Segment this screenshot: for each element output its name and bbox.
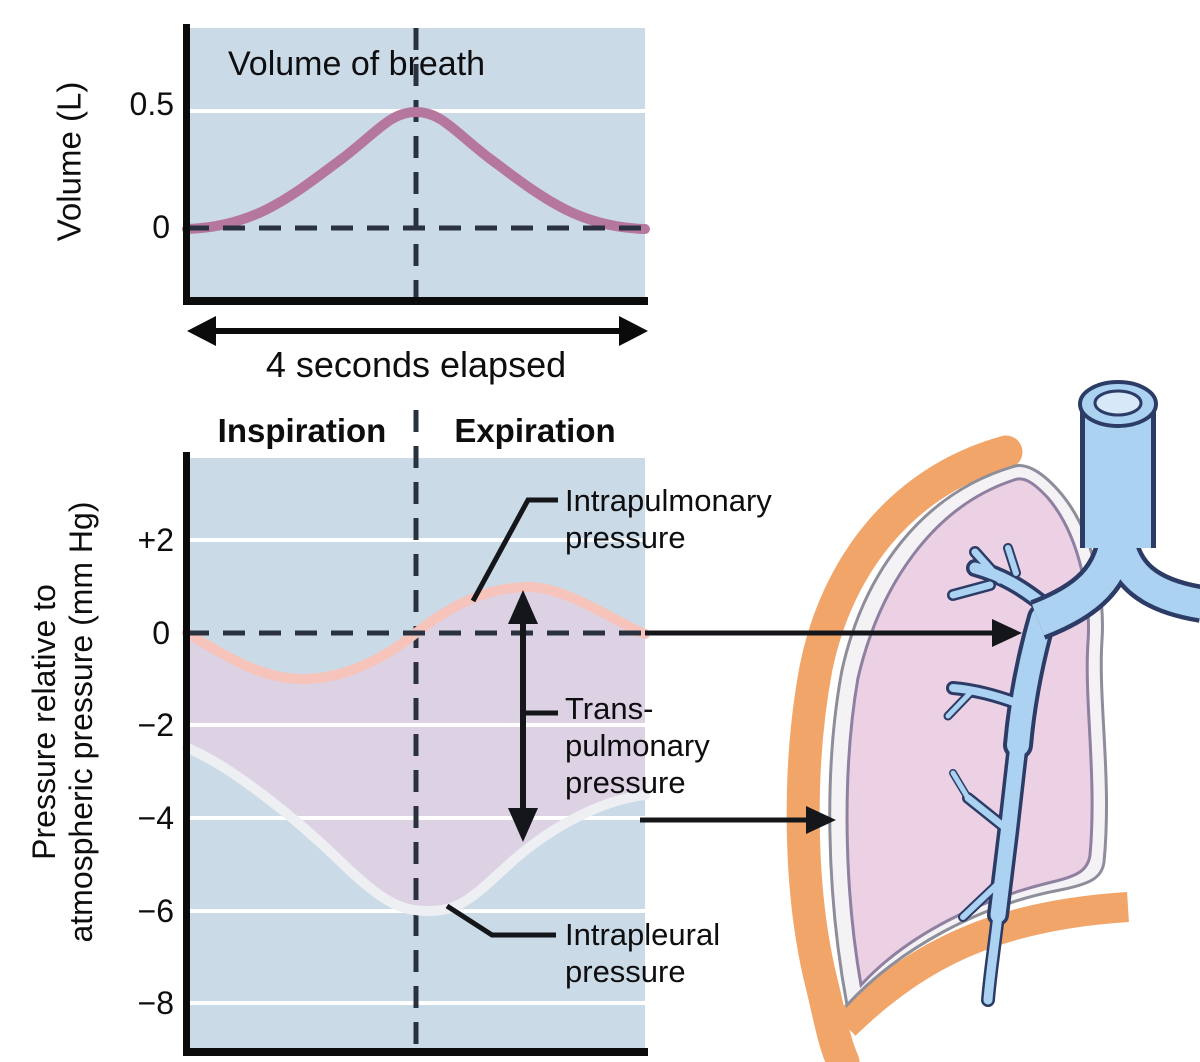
chest-wall	[786, 435, 1023, 1062]
intrapulmonary-arrow	[645, 619, 1022, 647]
intrapleural-pressure-label: Intrapleural pressure	[565, 917, 721, 990]
trachea-lumen	[1093, 389, 1143, 417]
pressure-y-axis	[183, 452, 190, 1055]
pressure-tick-minus8: −8	[137, 985, 174, 1021]
pressure-tick-minus6: −6	[137, 893, 174, 929]
duration-arrow	[187, 316, 648, 346]
volume-tick-0-5: 0.5	[129, 86, 174, 122]
transpulmonary-arrow	[508, 590, 558, 842]
duration-label: 4 seconds elapsed	[265, 344, 567, 385]
pressure-tick-minus4: −4	[137, 800, 174, 836]
volume-y-axis-label: Volume (L)	[50, 81, 88, 242]
phase-label-expiration: Expiration	[454, 412, 616, 449]
intrapleural-pointer	[445, 903, 556, 938]
diaphragm	[834, 892, 1129, 1036]
pressure-tick-plus2: +2	[137, 522, 174, 558]
intrapulmonary-pressure-label: Intrapulmonary pressure	[565, 483, 772, 556]
transpulmonary-pressure-label: Trans- pulmonary pressure	[565, 691, 710, 801]
volume-tick-0: 0	[152, 209, 170, 245]
pressure-tick-minus2: −2	[137, 707, 174, 743]
pressure-x-axis	[183, 1048, 648, 1056]
volume-x-axis	[183, 297, 648, 305]
intrapulmonary-pointer	[470, 497, 558, 603]
volume-y-axis	[183, 24, 190, 305]
intrapleural-curve	[182, 743, 650, 917]
bronchial-tree	[943, 543, 1059, 1007]
phase-label-inspiration: Inspiration	[217, 412, 387, 449]
intrapleural-arrow	[640, 806, 836, 834]
trachea	[1030, 380, 1200, 640]
volume-curve	[182, 106, 650, 234]
volume-chart-title: Volume of breath	[228, 45, 486, 83]
pressure-tick-0: 0	[152, 615, 170, 651]
